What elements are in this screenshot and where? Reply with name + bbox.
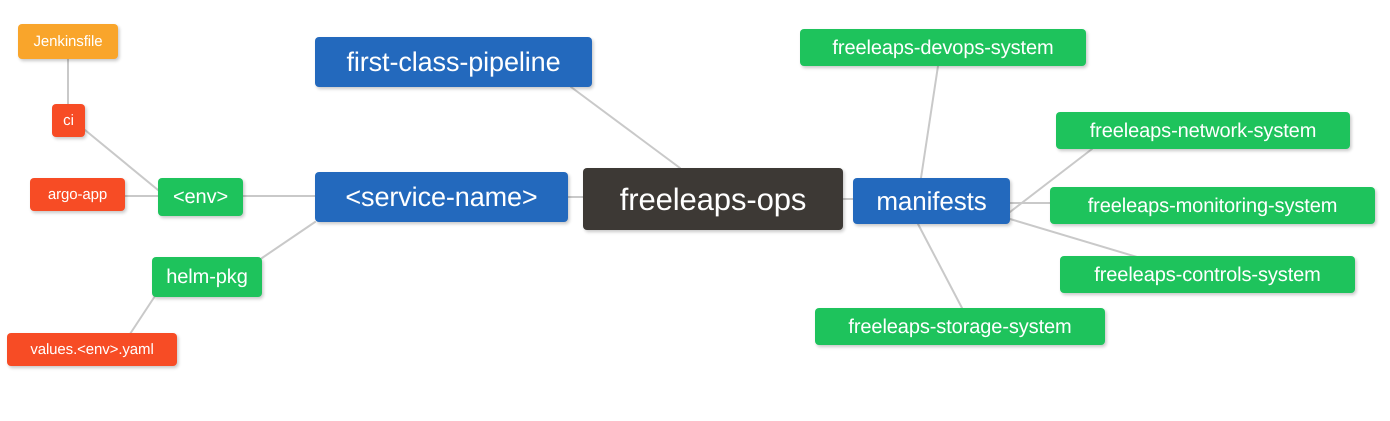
node-freeleaps-network-system[interactable]: freeleaps-network-system <box>1056 112 1350 149</box>
edge-manifests-to-freeleaps-controls-system <box>1009 218 1138 258</box>
node-argo-app[interactable]: argo-app <box>30 178 125 211</box>
edge-manifests-to-freeleaps-storage-system <box>917 223 963 309</box>
node-ci[interactable]: ci <box>52 104 85 137</box>
node-freeleaps-ops[interactable]: freeleaps-ops <box>583 168 843 230</box>
edge-first-class-pipeline-to-freeleaps-ops <box>570 86 681 169</box>
node-freeleaps-monitoring-system[interactable]: freeleaps-monitoring-system <box>1050 187 1375 224</box>
node-first-class-pipeline[interactable]: first-class-pipeline <box>315 37 592 87</box>
node-freeleaps-devops-system[interactable]: freeleaps-devops-system <box>800 29 1086 66</box>
node-freeleaps-storage-system[interactable]: freeleaps-storage-system <box>815 308 1105 345</box>
edge-manifests-to-freeleaps-devops-system <box>920 65 939 179</box>
node-manifests[interactable]: manifests <box>853 178 1010 224</box>
node-helm-pkg[interactable]: helm-pkg <box>152 257 262 297</box>
node-service-name[interactable]: <service-name> <box>315 172 568 222</box>
edge-helm-pkg-to-values-yaml <box>129 295 156 335</box>
node-values-yaml[interactable]: values.<env>.yaml <box>7 333 177 366</box>
edge-service-name-to-helm-pkg <box>261 221 316 259</box>
node-freeleaps-controls-system[interactable]: freeleaps-controls-system <box>1060 256 1355 293</box>
node-env[interactable]: <env> <box>158 178 243 216</box>
node-jenkinsfile[interactable]: Jenkinsfile <box>18 24 118 59</box>
